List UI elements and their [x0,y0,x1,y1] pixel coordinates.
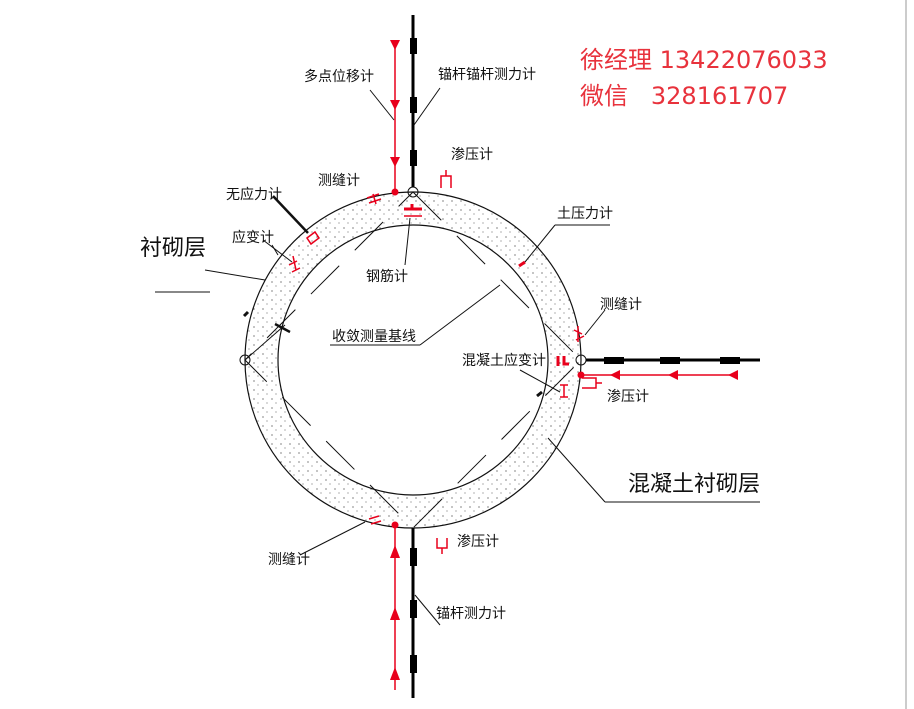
label-joint-meter-top: 测缝计 [318,173,360,189]
inner-lining-edge [277,224,549,496]
label-earth-pressure: 土压力计 [557,206,613,222]
label-multi-point-displacement: 多点位移计 [304,69,374,85]
wechat-label: 微信 [580,82,628,110]
label-seepage-right: 渗压计 [607,389,649,405]
label-joint-meter-bottom: 测缝计 [268,552,310,568]
label-convergence-baseline: 收敛测量基线 [332,329,416,345]
contact-line-1: 徐经理 13422076033 [580,48,828,72]
sensors [288,170,602,554]
contact-line-2: 微信 328161707 [580,84,788,108]
label-lining-layer: 衬砌层 [140,236,207,261]
contact-phone: 13422076033 [659,46,828,74]
wechat-id: 328161707 [650,82,789,110]
label-joint-meter-right: 测缝计 [600,297,642,313]
label-seepage-bottom: 渗压计 [457,534,499,550]
label-anchor-force-top: 锚杆锚杆测力计 [438,67,536,83]
label-no-stress-meter: 无应力计 [226,187,282,203]
label-concrete-lining: 混凝土衬砌层 [628,472,761,497]
contact-name: 徐经理 [580,46,652,74]
convergence-baseline-lines [244,191,582,529]
leader-lines [155,87,760,626]
label-concrete-strain: 混凝土应变计 [462,353,546,369]
label-anchor-force-bottom: 锚杆测力计 [436,606,506,622]
label-seepage-top: 渗压计 [451,147,493,163]
label-strain-meter: 应变计 [232,230,274,246]
label-rebar-meter: 钢筋计 [366,269,408,285]
